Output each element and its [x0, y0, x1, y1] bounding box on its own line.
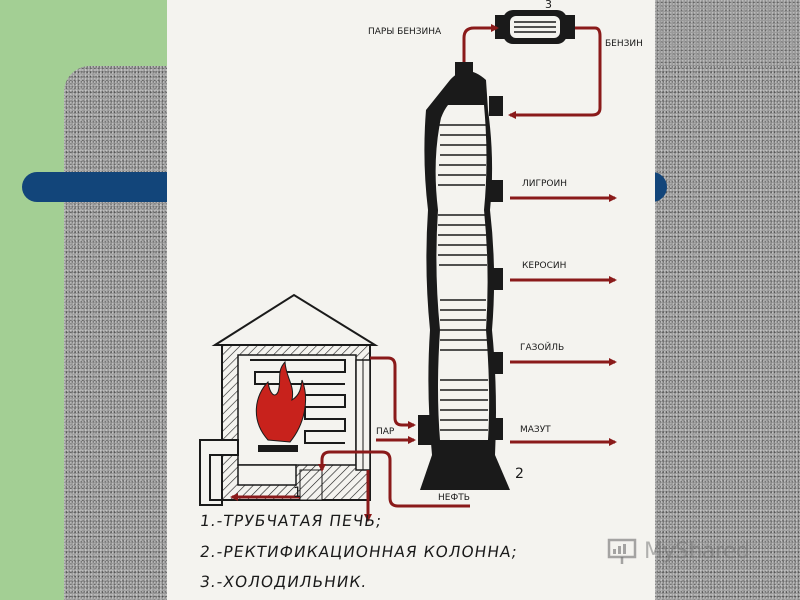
tubular-furnace — [199, 293, 379, 506]
legend-item-column: 2.-РЕКТИФИКАЦИОННАЯ КОЛОННА; — [198, 543, 520, 561]
label-oil: НЕФТЬ — [438, 493, 470, 503]
legend-item-furnace: 1.-ТРУБЧАТАЯ ПЕЧЬ; — [198, 512, 384, 530]
legend-item-cooler: 3.-ХОЛОДИЛЬНИК. — [198, 573, 369, 591]
rectification-column — [418, 62, 510, 490]
cooler — [495, 10, 575, 44]
watermark: MyShared — [606, 536, 750, 566]
presentation-icon — [607, 538, 637, 564]
label-fuel-oil: МАЗУТ — [520, 425, 551, 435]
label-num-cooler: 3 — [545, 0, 552, 11]
label-num-column: 2 — [515, 466, 524, 482]
grey-texture-top — [655, 0, 800, 70]
label-steam: ПАР — [376, 427, 395, 437]
furnace-roof — [211, 293, 379, 346]
label-gasoline: БЕНЗИН — [605, 39, 643, 49]
flame-icon — [255, 360, 307, 443]
label-gasoline-vapors: ПАРЫ БЕНЗИНА — [368, 27, 442, 37]
flow-lines — [230, 24, 617, 522]
label-gasoil: ГАЗОЙЛЬ — [520, 341, 564, 353]
label-ligroin: ЛИГРОИН — [522, 179, 567, 189]
label-kerosene: КЕРОСИН — [522, 261, 566, 271]
watermark-text: MyShared — [644, 538, 750, 564]
label-num-furnace: 1 — [293, 485, 302, 501]
